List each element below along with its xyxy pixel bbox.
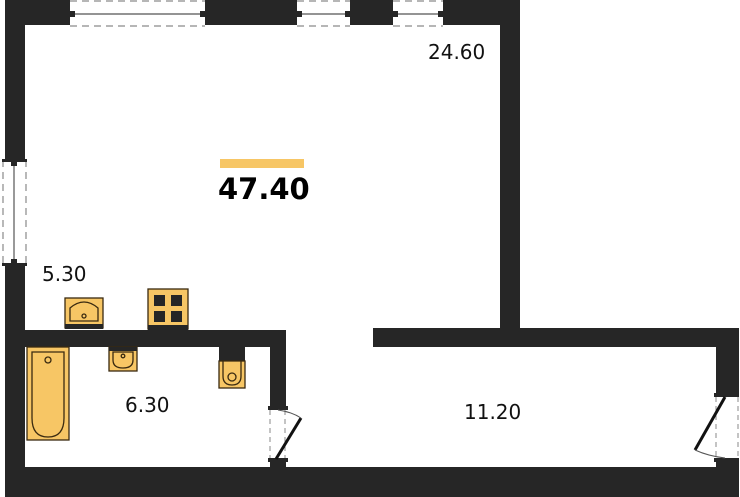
kitchen-sink-icon xyxy=(64,297,104,329)
room-area-living: 24.60 xyxy=(428,40,486,64)
fixtures xyxy=(26,288,246,441)
wall-top-1 xyxy=(5,0,70,25)
wall-bathroom-top xyxy=(24,330,286,347)
room-area-kitchen: 5.30 xyxy=(42,262,87,286)
door-entrance xyxy=(693,393,739,462)
doors xyxy=(268,393,739,462)
wall-bathroom-right-top xyxy=(270,330,286,408)
wall-bathroom-right-bottom xyxy=(270,460,286,470)
wall-top-2 xyxy=(205,0,297,25)
wall-right-upper xyxy=(500,0,520,346)
room-area-hall: 11.20 xyxy=(464,400,522,424)
sink-icon xyxy=(108,346,138,372)
wall-left-top xyxy=(5,0,25,160)
toilet-icon xyxy=(218,347,246,389)
wall-right-lower-top xyxy=(716,328,739,395)
door-bathroom xyxy=(268,406,303,462)
wall-ledge xyxy=(373,328,739,347)
room-area-bathroom: 6.30 xyxy=(125,393,170,417)
windows xyxy=(2,0,443,266)
total-area: 47.40 xyxy=(218,172,310,206)
bathtub-icon xyxy=(26,346,70,441)
stove-icon xyxy=(147,288,189,330)
window-top-1 xyxy=(70,0,205,27)
wall-top-3 xyxy=(350,0,393,25)
wall-left-bottom xyxy=(5,265,25,497)
window-top-3 xyxy=(393,0,443,27)
walls xyxy=(5,0,739,497)
total-area-accent-bar xyxy=(220,159,304,168)
window-top-2 xyxy=(297,0,350,27)
wall-bottom xyxy=(5,467,739,497)
window-left xyxy=(2,159,27,266)
